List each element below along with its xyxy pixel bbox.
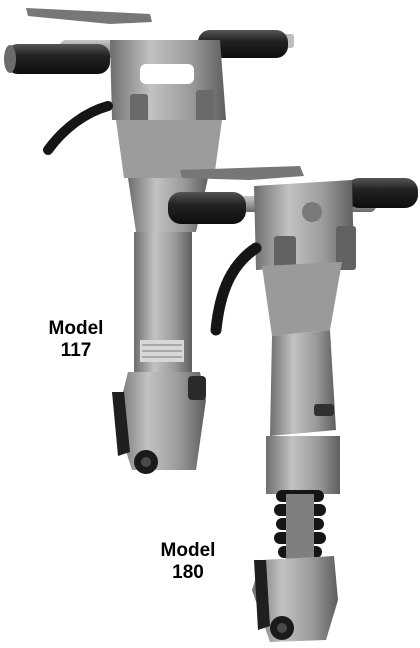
model-117-name: Model [48,318,104,339]
breaker-model-117 [4,8,294,474]
air-hose [210,242,262,336]
breaker-model-180 [168,166,418,642]
air-hose [43,101,113,155]
right-grip [346,178,418,208]
trigger-lever [26,8,152,24]
trigger-lever [180,166,304,180]
model-180-label: Model 180 [148,540,228,584]
model-180-name: Model [160,540,216,561]
cylinder [270,330,336,436]
model-117-label: Model 117 [36,318,116,362]
model-180-number: 180 [172,562,204,583]
left-grip [168,192,246,224]
model-117-number: 117 [60,340,92,361]
left-grip [6,44,110,74]
